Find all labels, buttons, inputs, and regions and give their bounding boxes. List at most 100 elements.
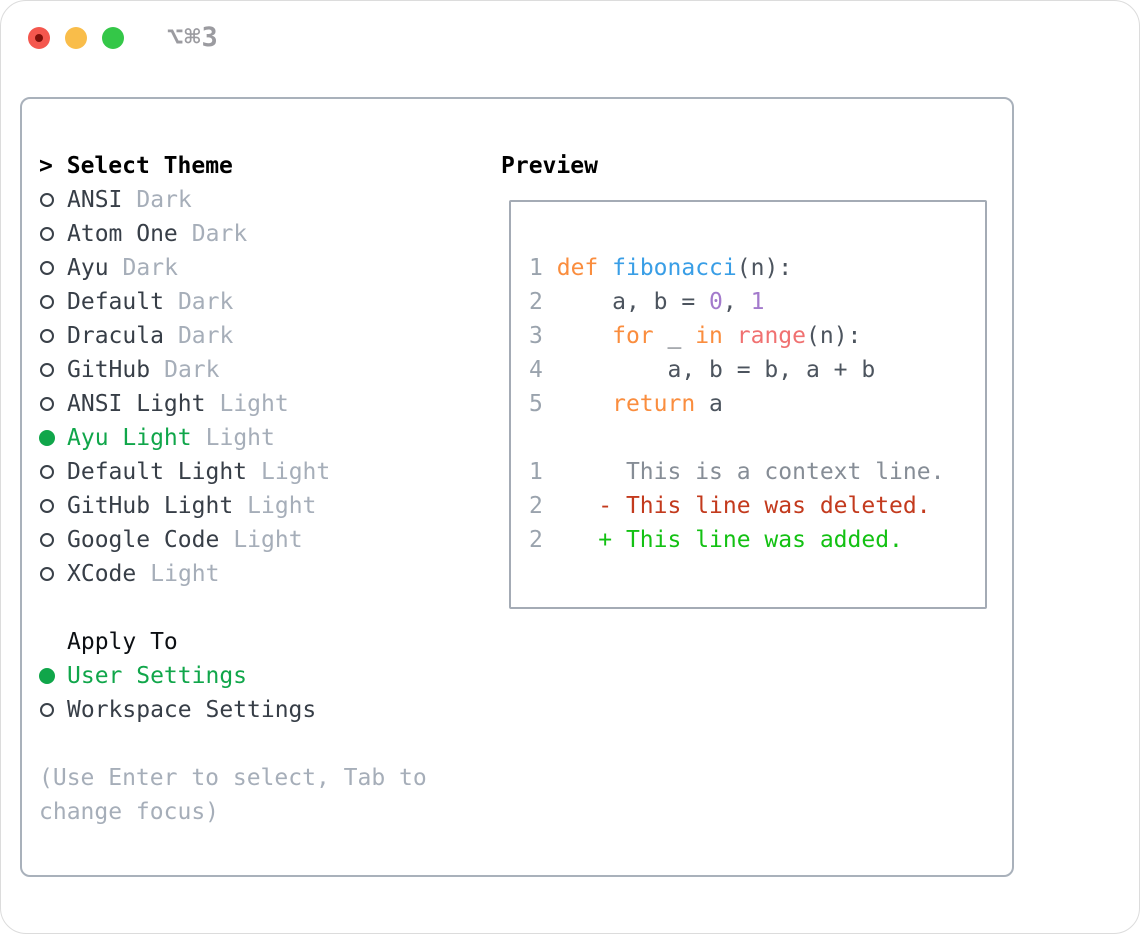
select-theme-title: Select Theme — [66, 153, 233, 179]
radio-icon — [39, 499, 67, 513]
theme-variant-badge: Light — [150, 561, 220, 587]
line-number: 1 — [529, 255, 543, 281]
line-number: 1 — [529, 459, 543, 485]
theme-name: Google Code — [67, 527, 220, 553]
line-number: 5 — [529, 391, 543, 417]
code-token-plain: a, b = — [556, 289, 710, 315]
window-title: ⌥⌘3 — [167, 22, 219, 53]
theme-option-xcode-light[interactable]: XCode Light — [39, 557, 469, 591]
traffic-light-minimize-icon[interactable] — [65, 27, 87, 49]
theme-name: Dracula — [67, 323, 164, 349]
theme-option-github-light-light[interactable]: GitHub Light Light — [39, 489, 469, 523]
apply-option-user-settings[interactable]: User Settings — [39, 659, 469, 693]
spacer — [39, 727, 469, 761]
radio-circle-icon — [40, 465, 54, 479]
radio-circle-icon — [40, 397, 54, 411]
theme-variant-badge: Light — [261, 459, 331, 485]
code-token-special: range — [736, 323, 807, 349]
select-theme-header: > Select Theme — [39, 149, 469, 183]
apply-option-label: User Settings — [67, 663, 248, 689]
apply-option-label: Workspace Settings — [67, 697, 317, 723]
preview-title: Preview — [501, 153, 598, 179]
spacer — [39, 591, 469, 625]
theme-option-default-dark[interactable]: Default Dark — [39, 285, 469, 319]
radio-icon — [39, 329, 67, 343]
code-line: 2 - This line was deleted. — [529, 489, 985, 523]
theme-variant-badge: Light — [233, 527, 303, 553]
radio-circle-icon — [40, 261, 54, 275]
radio-dot-icon — [39, 430, 55, 446]
radio-icon — [39, 703, 67, 717]
code-token-context: This is a context line. — [556, 459, 945, 485]
code-token-number: 0 — [709, 289, 723, 315]
apply-option-workspace-settings[interactable]: Workspace Settings — [39, 693, 469, 727]
code-token-plain — [557, 323, 612, 349]
theme-name: GitHub — [67, 357, 151, 383]
code-line: 5 return a — [529, 387, 985, 421]
radio-circle-icon — [40, 227, 54, 241]
theme-variant-badge: Dark — [136, 187, 192, 213]
code-line: 2 a, b = 0, 1 — [529, 285, 985, 319]
radio-circle-icon — [40, 533, 54, 547]
line-number: 2 — [529, 289, 543, 315]
radio-icon — [39, 533, 67, 547]
code-token-keyword: def — [556, 255, 599, 281]
theme-variant-badge: Dark — [191, 221, 248, 247]
code-token-plain — [723, 323, 737, 349]
radio-circle-icon — [40, 295, 54, 309]
theme-variant-badge: Light — [219, 391, 289, 417]
line-number: 2 — [529, 493, 543, 519]
code-token-keyword: for — [612, 323, 654, 349]
code-token-keyword: return — [612, 391, 696, 417]
radio-selected-icon — [39, 430, 67, 446]
radio-circle-icon — [40, 567, 54, 581]
radio-icon — [39, 465, 67, 479]
theme-name: ANSI — [67, 187, 123, 213]
theme-option-ansi-dark[interactable]: ANSI Dark — [39, 183, 469, 217]
theme-variant-badge: Dark — [177, 323, 234, 349]
theme-variant-badge: Dark — [177, 289, 234, 315]
theme-name: XCode — [67, 561, 137, 587]
radio-icon — [39, 363, 67, 377]
theme-option-ansi-light-light[interactable]: ANSI Light Light — [39, 387, 469, 421]
code-line: 2 + This line was added. — [529, 523, 985, 557]
theme-option-dracula-dark[interactable]: Dracula Dark — [39, 319, 469, 353]
traffic-light-maximize-icon[interactable] — [102, 27, 124, 49]
code-line: 3 for _ in range(n): — [529, 319, 985, 353]
code-line — [529, 421, 985, 455]
radio-icon — [39, 397, 67, 411]
apply-to-header: Apply To — [67, 629, 178, 655]
radio-icon — [39, 295, 67, 309]
code-token-plain — [598, 255, 612, 281]
code-token-number: 1 — [750, 289, 765, 315]
preview-column: Preview 1 def fibonacci(n): 2 a, b = 0, 1… — [501, 149, 987, 609]
code-token-plain: _ — [653, 323, 696, 349]
theme-option-google-code-light[interactable]: Google Code Light — [39, 523, 469, 557]
theme-name: Default — [67, 289, 164, 315]
line-number: 3 — [529, 323, 543, 349]
line-number: 4 — [529, 357, 543, 383]
theme-variant-badge: Dark — [122, 255, 178, 281]
code-line: 4 a, b = b, a + b — [529, 353, 985, 387]
theme-name: Ayu Light — [67, 425, 192, 451]
radio-icon — [39, 567, 67, 581]
code-token-function: fibonacci — [612, 255, 737, 281]
theme-name: Ayu — [67, 255, 109, 281]
radio-selected-icon — [39, 668, 67, 684]
theme-name: ANSI Light — [67, 391, 206, 417]
theme-variant-badge: Light — [247, 493, 317, 519]
theme-name: GitHub Light — [67, 493, 234, 519]
radio-circle-icon — [40, 703, 54, 717]
theme-option-ayu-dark[interactable]: Ayu Dark — [39, 251, 469, 285]
code-token-plain: (n): — [736, 255, 793, 281]
code-token-plain — [557, 391, 612, 417]
traffic-light-close-icon[interactable] — [28, 27, 50, 49]
theme-variant-badge: Dark — [164, 357, 220, 383]
theme-option-github-dark[interactable]: GitHub Dark — [39, 353, 469, 387]
code-token-keyword: in — [695, 323, 723, 349]
